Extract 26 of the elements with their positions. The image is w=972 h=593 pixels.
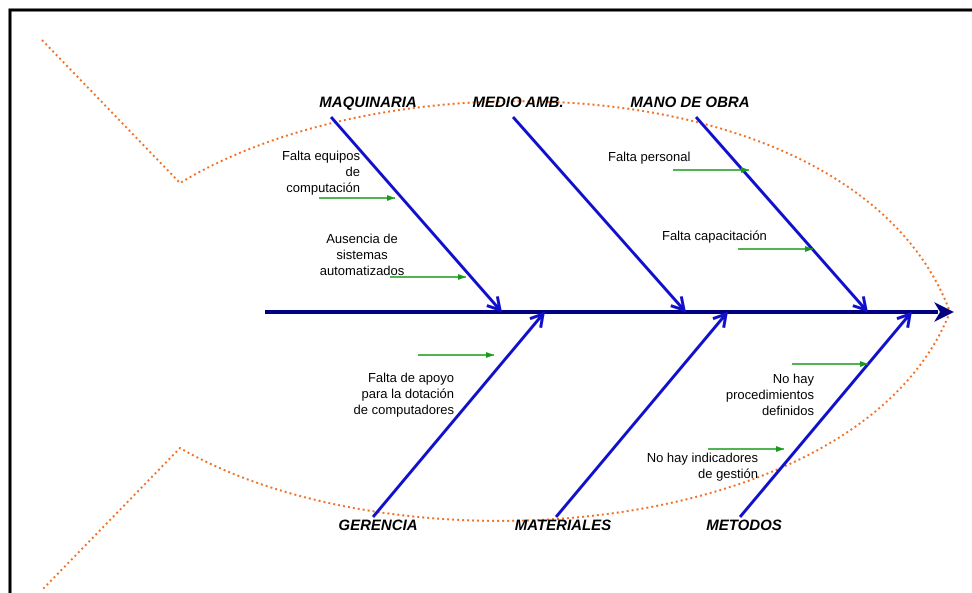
cause-text: Falta equipos de computación bbox=[280, 148, 360, 196]
cause-arrow bbox=[792, 361, 868, 367]
cause-arrow bbox=[673, 167, 749, 173]
cause-text: Falta personal bbox=[608, 149, 690, 165]
category-label: METODOS bbox=[706, 517, 782, 534]
category-label: MAQUINARIA bbox=[319, 94, 417, 111]
category-label: GERENCIA bbox=[338, 517, 418, 534]
category-label: MATERIALES bbox=[514, 517, 612, 534]
cause-arrow bbox=[390, 274, 466, 280]
cause-arrow bbox=[319, 195, 395, 201]
branch-arrow bbox=[694, 116, 868, 312]
category-label: MEDIO AMB. bbox=[472, 94, 564, 111]
cause-text: No hay indicadores de gestión bbox=[646, 450, 758, 482]
cause-arrow bbox=[418, 352, 494, 358]
cause-arrow bbox=[738, 246, 813, 252]
branch-arrow bbox=[554, 312, 728, 518]
cause-text: Falta de apoyo para la dotación de computadores bbox=[352, 370, 454, 418]
branch-arrow bbox=[738, 312, 912, 518]
cause-text: Falta capacitación bbox=[662, 228, 767, 244]
branch-arrow bbox=[512, 116, 686, 312]
cause-text: Ausencia de sistemas automatizados bbox=[318, 231, 406, 279]
branch-arrow bbox=[372, 312, 544, 518]
cause-arrow bbox=[708, 446, 784, 452]
category-label: MANO DE OBRA bbox=[630, 94, 750, 111]
branch-arrow bbox=[330, 116, 502, 312]
cause-text: No hay procedimientos definidos bbox=[724, 371, 814, 419]
